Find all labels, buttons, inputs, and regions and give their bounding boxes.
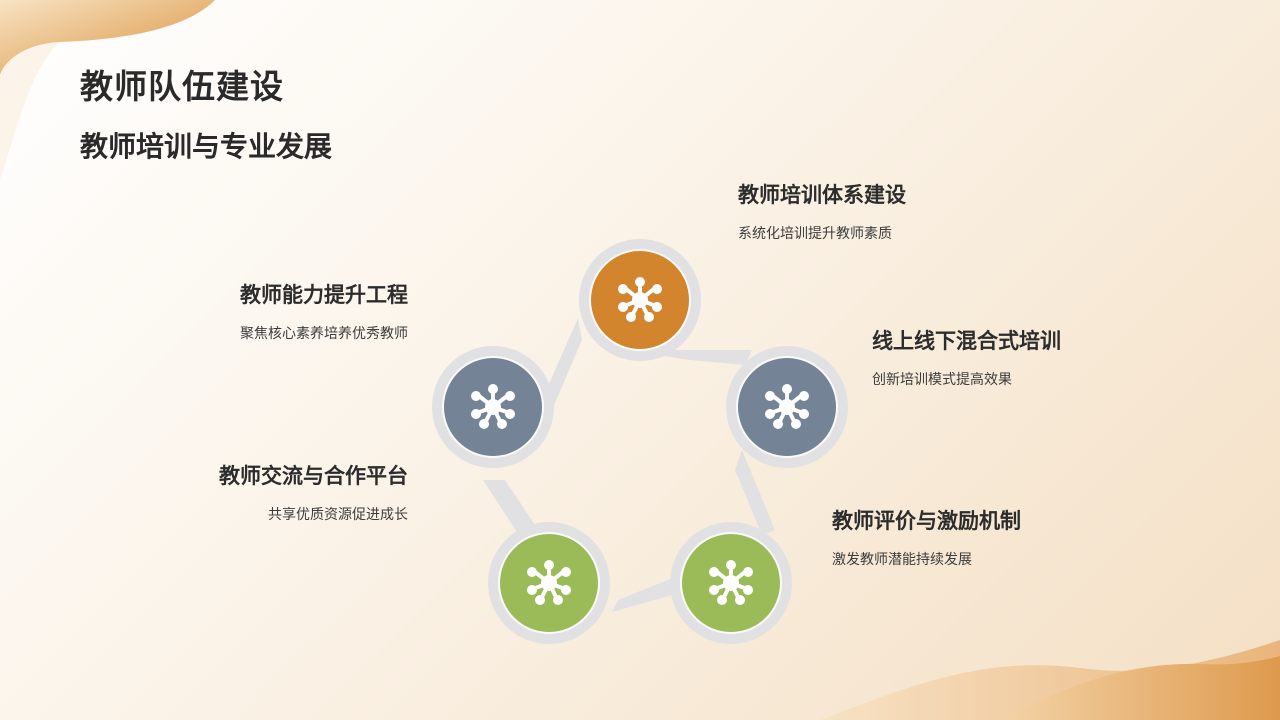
item-desc: 创新培训模式提高效果 (872, 372, 1012, 388)
item-title: 教师评价与激励机制 (832, 509, 1021, 533)
page-title: 教师队伍建设 (80, 67, 284, 106)
item-ability-improvement: 教师能力提升工程 聚焦核心素养培养优秀教师 (240, 279, 408, 343)
network-hub-icon (765, 384, 809, 429)
item-title: 教师能力提升工程 (240, 283, 408, 307)
network-hub-icon (527, 560, 571, 605)
node-2 (726, 346, 848, 468)
network-hub-icon (709, 560, 753, 605)
corner-wave-top-left (0, 0, 215, 75)
item-teacher-training-system: 教师培训体系建设 系统化培训提升教师素质 (738, 179, 906, 243)
item-desc: 聚焦核心素养培养优秀教师 (240, 326, 408, 342)
item-desc: 共享优质资源促进成长 (268, 507, 408, 523)
item-exchange-platform: 教师交流与合作平台 共享优质资源促进成长 (219, 460, 408, 524)
network-hub-icon (618, 277, 662, 322)
item-desc: 激发教师潜能持续发展 (832, 552, 972, 568)
item-title: 教师培训体系建设 (738, 183, 906, 207)
node-3 (670, 522, 792, 644)
item-evaluation-incentive: 教师评价与激励机制 激发教师潜能持续发展 (832, 505, 1021, 569)
connector-4-5 (483, 480, 535, 540)
item-blended-training: 线上线下混合式培训 创新培训模式提高效果 (872, 325, 1061, 389)
item-title: 教师交流与合作平台 (219, 464, 408, 488)
node-1 (579, 239, 701, 361)
node-5 (432, 346, 554, 468)
corner-wave-bottom-right-front (1000, 656, 1280, 720)
page-subtitle: 教师培训与专业发展 (80, 130, 333, 163)
item-desc: 系统化培训提升教师素质 (738, 226, 892, 242)
network-hub-icon (471, 384, 515, 429)
connector-2-3 (735, 450, 775, 535)
item-title: 线上线下混合式培训 (872, 329, 1061, 353)
node-4 (488, 522, 610, 644)
corner-wave-top-left-light (0, 42, 60, 180)
